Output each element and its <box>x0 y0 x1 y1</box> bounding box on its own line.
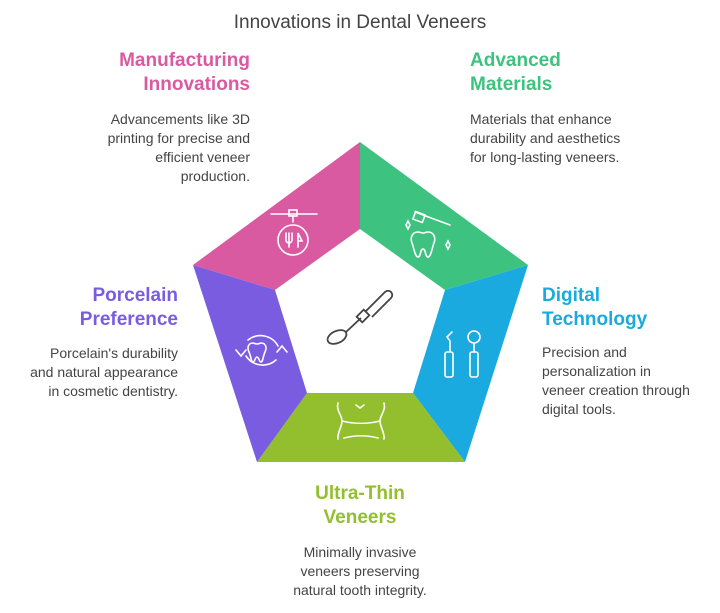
desc-ultrathin: Minimally invasive veneers preserving natu… <box>260 543 460 600</box>
slim-waist-icon <box>336 402 386 440</box>
tooth-brush-sparkle-icon <box>405 210 451 258</box>
heading-line: Technology <box>542 309 648 330</box>
heading-line: Advanced <box>470 50 561 71</box>
heading-line: Innovations <box>143 74 250 95</box>
desc-manufacturing: Advancements like 3D printing for precise… <box>60 110 250 186</box>
dental-mirror-icon <box>326 289 394 345</box>
desc-line: Precision and <box>542 344 627 360</box>
dental-tools-icon <box>444 330 481 378</box>
desc-materials: Materials that enhance durability and aes… <box>470 110 690 167</box>
desc-porcelain: Porcelain's durability and natural appear… <box>0 344 178 401</box>
segment-porcelain <box>193 265 307 462</box>
desc-line: veneers preserving <box>300 563 420 579</box>
desc-line: veneer creation through <box>542 382 690 398</box>
desc-line: efficient veneer <box>155 149 250 165</box>
desc-line: and natural appearance <box>30 364 178 380</box>
segment-manufacturing <box>193 142 360 290</box>
desc-line: Advancements like 3D <box>110 111 250 127</box>
desc-line: durability and aesthetics <box>470 130 621 146</box>
diagram-title: Innovations in Dental Veneers <box>233 12 487 33</box>
heading-line: Ultra-Thin <box>315 483 405 504</box>
desc-line: Porcelain's durability <box>50 345 178 361</box>
desc-line: production. <box>180 168 250 184</box>
heading-line: Manufacturing <box>119 50 250 71</box>
desc-digital: Precision and personalization in veneer cr… <box>542 343 717 419</box>
desc-line: for long-lasting veneers. <box>470 149 620 165</box>
desc-line: Minimally invasive <box>303 544 417 560</box>
heading-line: Materials <box>470 74 553 95</box>
tooth-cycle-icon <box>235 334 288 366</box>
desc-line: personalization in <box>542 363 651 379</box>
heading-line: Veneers <box>323 507 397 528</box>
heading-line: Preference <box>79 309 178 330</box>
desc-line: Materials that enhance <box>470 111 612 127</box>
desc-line: in cosmetic dentistry. <box>48 383 178 399</box>
3d-printer-icon <box>270 209 318 256</box>
desc-line: natural tooth integrity. <box>293 582 427 598</box>
heading-line: Porcelain <box>92 285 178 306</box>
heading-line: Digital <box>542 285 601 306</box>
segment-ultrathin <box>257 393 465 462</box>
desc-line: digital tools. <box>542 401 616 417</box>
desc-line: printing for precise and <box>107 130 250 146</box>
segment-materials <box>360 142 528 290</box>
